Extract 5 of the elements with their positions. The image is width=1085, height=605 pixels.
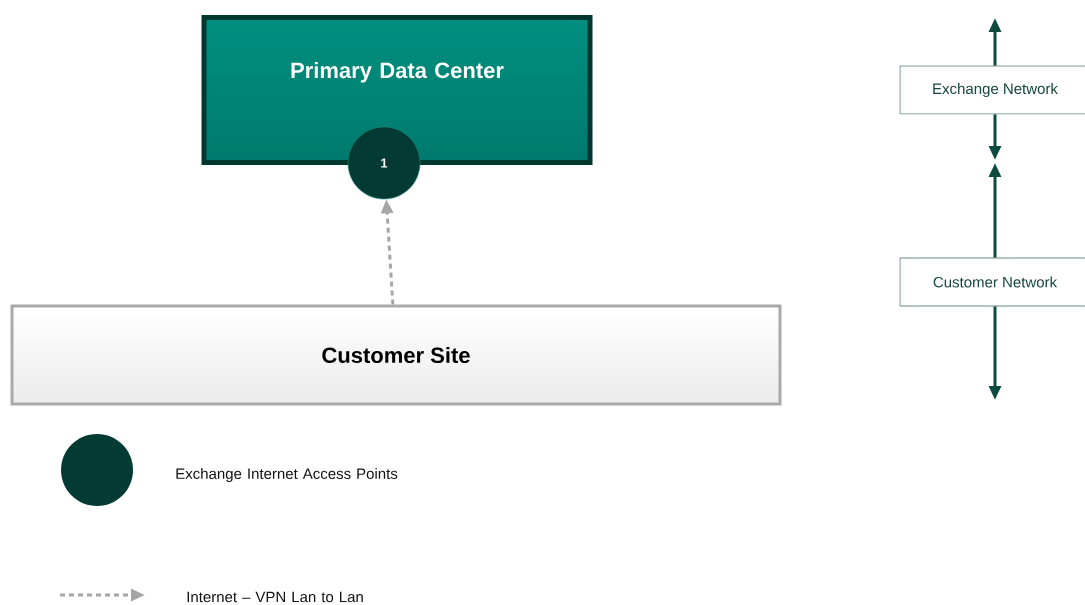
network-box: Customer Network	[899, 257, 1085, 307]
network-box: Exchange Network	[899, 65, 1085, 115]
legend-text: Internet – VPN Lan to Lan	[187, 591, 363, 603]
legend-text: Exchange Internet Access Points	[176, 468, 398, 482]
site-box: Customer Site	[10, 304, 782, 406]
